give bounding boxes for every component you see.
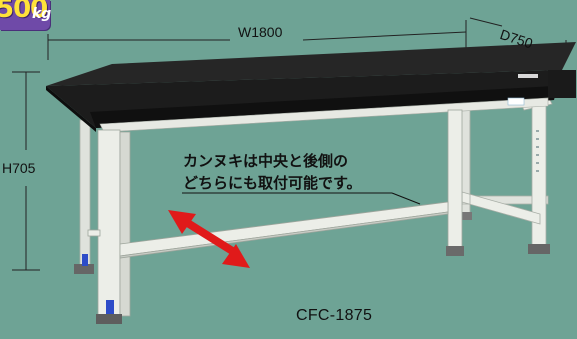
front-foot-left <box>96 314 122 324</box>
tabletop-edge <box>46 86 96 132</box>
width-line-right <box>302 31 467 41</box>
right-leg-holes <box>536 130 539 172</box>
adjuster-back <box>82 254 88 266</box>
dimension-height-label: H705 <box>2 160 36 176</box>
back-foot-left <box>74 264 94 274</box>
model-number: CFC-1875 <box>296 307 373 324</box>
front-frame <box>87 109 463 317</box>
load-capacity-value: 500 <box>0 0 48 24</box>
apron <box>99 97 549 133</box>
callout-leader <box>182 192 421 205</box>
brand-plate <box>518 74 538 78</box>
load-capacity-unit: kg <box>32 6 52 22</box>
depth-line <box>469 17 503 27</box>
right-foot <box>528 244 550 254</box>
front-foot-right <box>446 246 464 256</box>
red-double-arrow-icon <box>168 210 250 268</box>
callout-line-2: どちらにも取付可能です。 <box>183 174 362 192</box>
dimension-width-label: W1800 <box>238 24 283 40</box>
back-foot-right <box>454 212 472 220</box>
tabletop-top <box>46 42 576 86</box>
load-capacity-badge: 500 kg <box>0 0 52 30</box>
adjuster-left <box>106 300 114 314</box>
callout-line-1: カンヌキは中央と後側の <box>183 152 349 170</box>
